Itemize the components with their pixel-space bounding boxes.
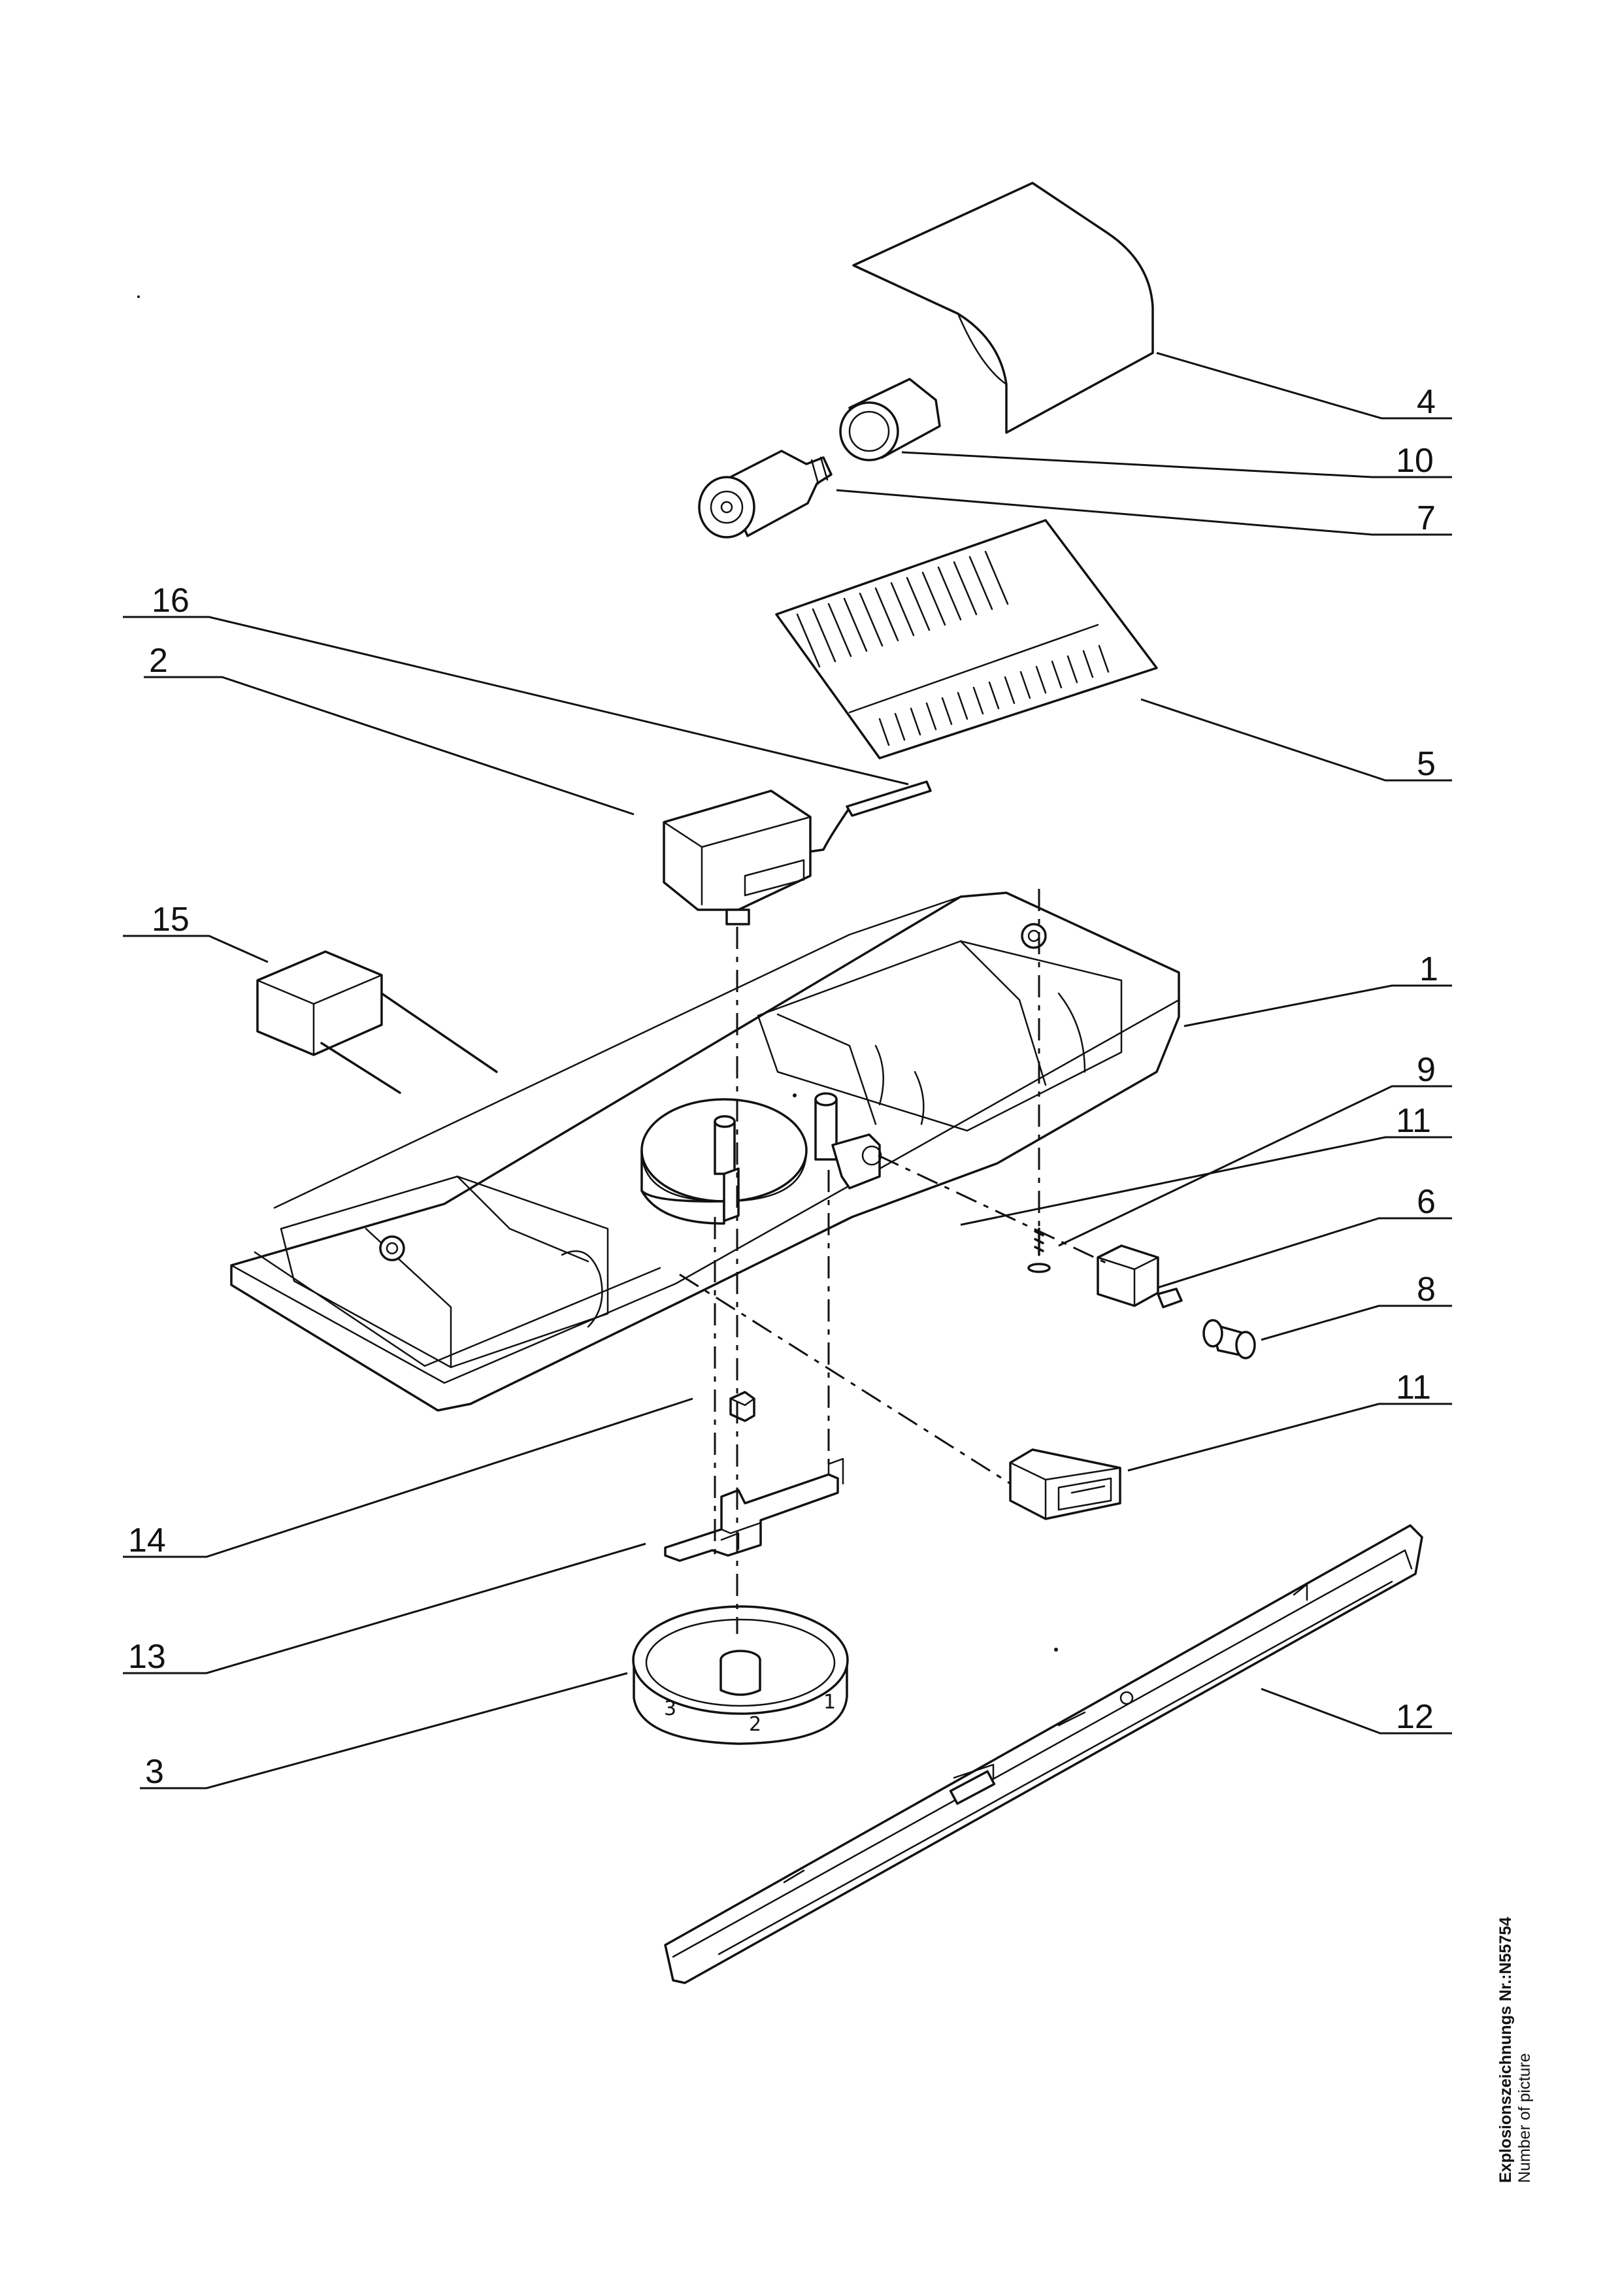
part-7-bulb [698,450,833,539]
grille-slots-bottom [878,644,1110,746]
stray-dot [793,1093,797,1097]
assembly-axes [679,889,1106,1634]
part-2-thermostat [663,790,812,925]
label-part-15: 15 [152,901,190,939]
label-part-11-lower: 11 [1396,1369,1431,1406]
drawing-caption: Explosionszeichnungs Nr.:N55754 Number o… [1496,1917,1534,2183]
label-part-10: 10 [1396,442,1434,480]
leader-lines [123,352,1452,1789]
part-3-dial: 3 2 1 [632,1605,849,1745]
label-part-1: 1 [1419,950,1438,988]
dial-number-3: 3 [664,1697,676,1720]
label-part-14: 14 [128,1522,166,1559]
label-part-2: 2 [149,642,168,680]
dial-number-1: 1 [823,1691,836,1714]
stray-dot [137,295,140,298]
label-part-13: 13 [128,1638,166,1676]
part-14-clip [729,1391,755,1422]
label-part-7: 7 [1417,499,1436,537]
part-5-grille [775,519,1158,759]
label-part-5: 5 [1417,745,1436,783]
label-part-16: 16 [152,582,190,620]
part-8-knob [1202,1319,1256,1359]
caption-subtitle: Number of picture [1515,2053,1534,2183]
caption-title: Explosionszeichnungs Nr.:N55754 [1496,1916,1515,2183]
label-part-11-upper: 11 [1396,1102,1431,1140]
part-9-screw [1027,1227,1051,1273]
stray-dot [1054,1648,1058,1652]
part-13-bracket [664,1457,844,1562]
part-6-switch [1097,1244,1183,1308]
label-part-8: 8 [1417,1271,1436,1308]
dial-number-2: 2 [749,1713,761,1736]
label-part-12: 12 [1396,1698,1434,1736]
part-labels: 4 10 7 16 2 5 15 1 9 11 6 8 11 14 13 3 1… [128,383,1438,1791]
label-part-9: 9 [1417,1051,1436,1089]
part-10-lamp-holder [839,378,941,461]
part-12-rail [664,1524,1423,1984]
part-1-housing [230,891,1180,1412]
part-11-rocker-switch [1009,1448,1121,1520]
part-15-capacitor [256,950,498,1094]
label-part-3: 3 [145,1753,164,1791]
part-4-cover [852,182,1154,434]
part-16-probe [778,780,932,857]
grille-slots-top [796,550,1009,668]
label-part-4: 4 [1417,383,1436,421]
label-part-6: 6 [1417,1183,1436,1221]
